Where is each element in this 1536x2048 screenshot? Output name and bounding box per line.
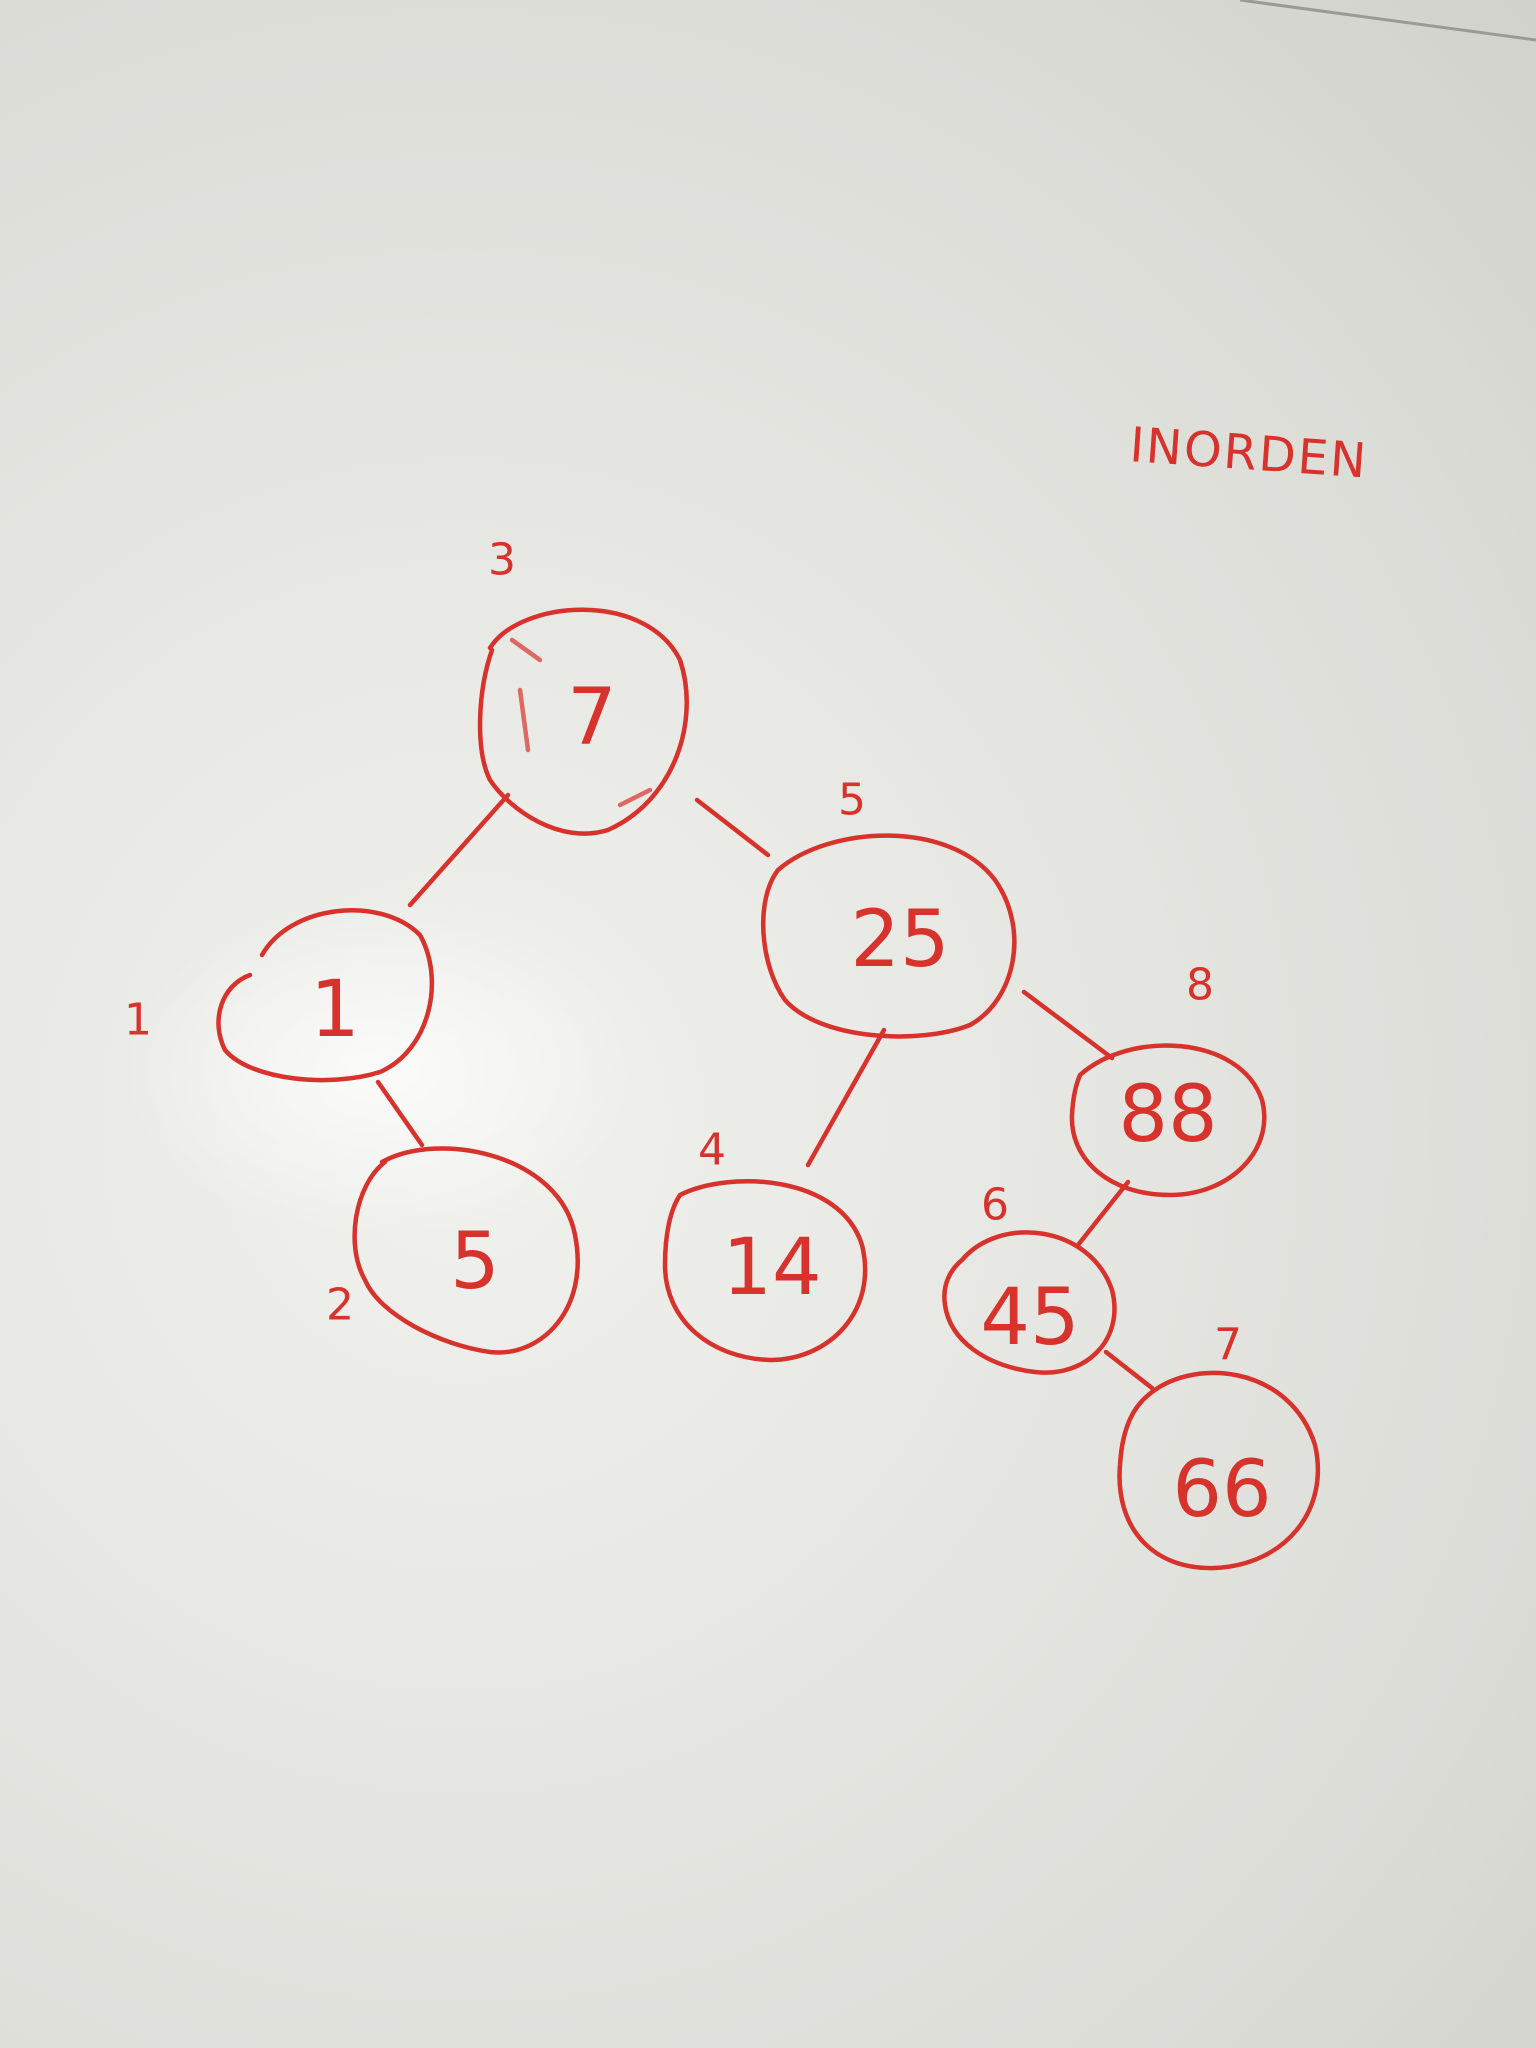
node-5-order: 2 — [326, 1280, 354, 1331]
edge-25-88 — [1021, 989, 1115, 1061]
tree-node-7: 7 3 — [477, 535, 689, 836]
tree-node-25: 25 5 — [761, 775, 1017, 1039]
inorden-heading: INORDEN — [1128, 417, 1370, 489]
node-66-circle — [1117, 1370, 1321, 1571]
tree-node-66: 66 7 — [1117, 1320, 1321, 1571]
edge-88-45 — [1075, 1179, 1131, 1248]
node-45-circle — [942, 1230, 1117, 1375]
node-1-circle — [216, 908, 434, 1083]
edge-7-1 — [407, 792, 511, 908]
node-45-order: 6 — [981, 1180, 1009, 1231]
node-14-order: 4 — [698, 1125, 726, 1176]
node-66-order: 7 — [1214, 1320, 1242, 1371]
node-7-scribble — [509, 637, 653, 808]
node-25-circle — [761, 833, 1017, 1039]
node-88-circle — [1069, 1043, 1267, 1198]
tree-node-1: 1 1 — [124, 908, 434, 1083]
node-88-value: 88 — [1118, 1070, 1217, 1160]
node-88-order: 8 — [1186, 960, 1214, 1011]
node-7-order: 3 — [488, 535, 516, 586]
node-7-circle — [477, 607, 689, 836]
node-14-circle — [662, 1179, 868, 1363]
node-5-circle — [352, 1146, 580, 1355]
edge-7-25 — [694, 797, 771, 858]
tree-node-88: 88 8 — [1069, 960, 1267, 1198]
tree-node-5: 5 2 — [326, 1146, 580, 1355]
edge-1-5 — [375, 1079, 425, 1148]
node-45-value: 45 — [980, 1273, 1079, 1363]
edge-45-66 — [1103, 1349, 1155, 1391]
board-frame-edge — [1239, 0, 1536, 42]
edge-25-14 — [805, 1027, 887, 1168]
tree-node-45: 45 6 — [942, 1180, 1117, 1375]
node-25-order: 5 — [838, 775, 866, 826]
node-7-value: 7 — [567, 673, 617, 763]
node-1-value: 1 — [310, 965, 360, 1055]
node-66-value: 66 — [1172, 1445, 1271, 1535]
node-25-value: 25 — [850, 895, 949, 985]
tree-node-14: 14 4 — [662, 1125, 868, 1363]
tree-edges — [375, 792, 1155, 1391]
node-1-order: 1 — [124, 995, 152, 1046]
node-5-value: 5 — [450, 1217, 500, 1307]
node-14-value: 14 — [722, 1223, 821, 1313]
